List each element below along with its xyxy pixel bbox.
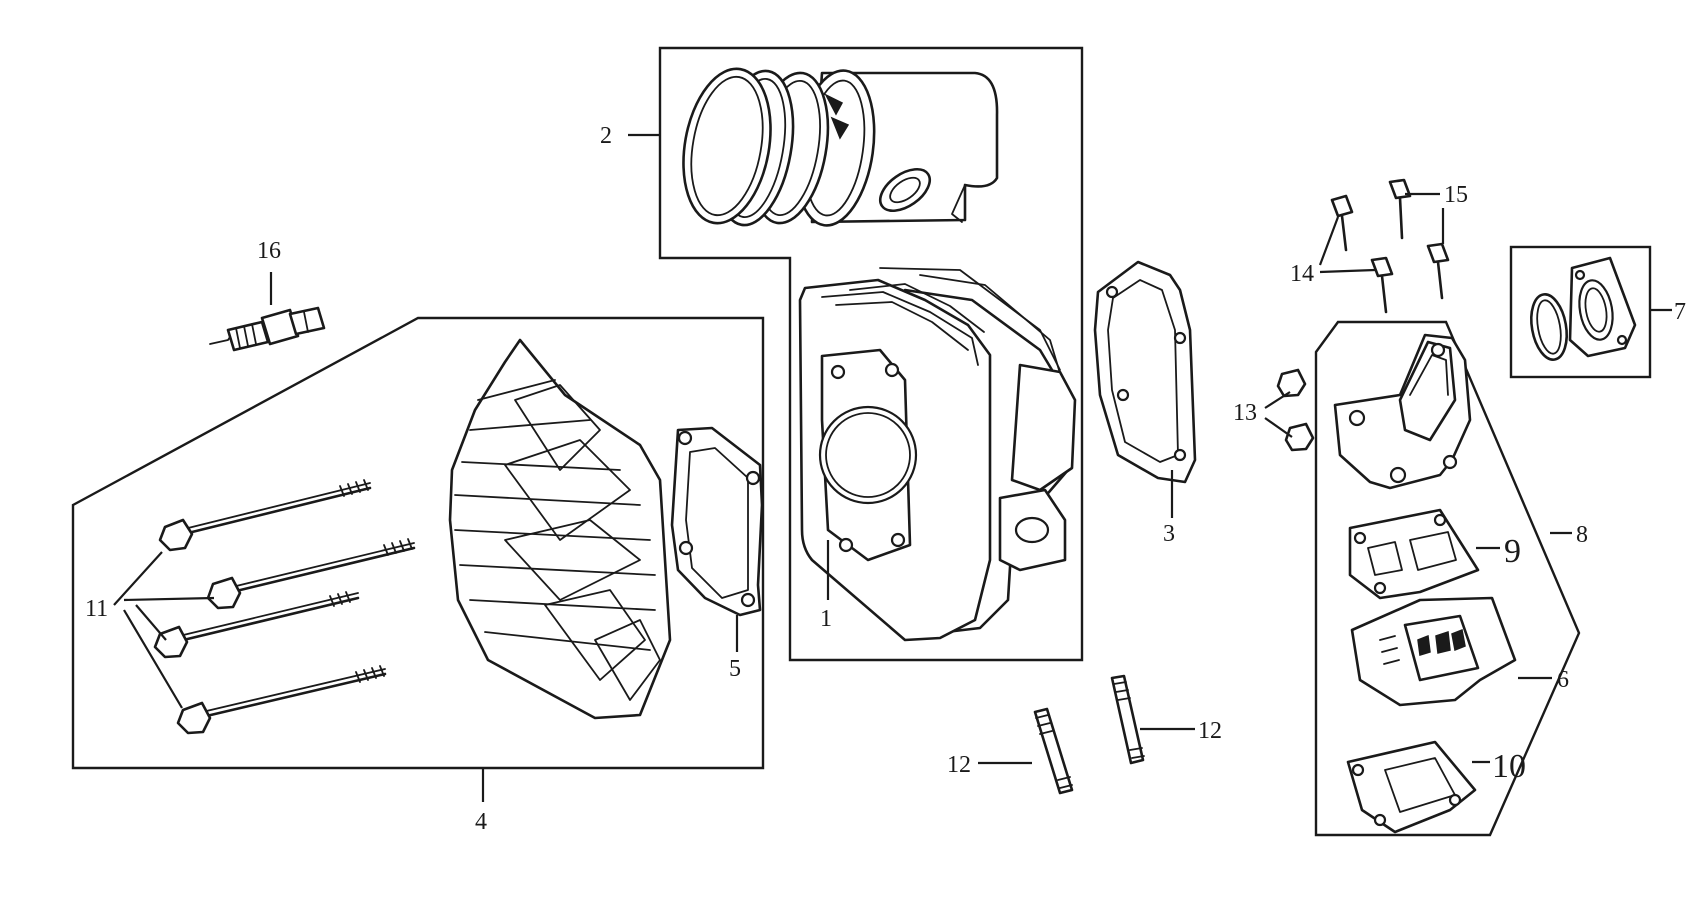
cylinder-base-gasket <box>1093 260 1197 484</box>
callout-12-left: 12 <box>947 752 971 778</box>
callout-9: 9 <box>1504 533 1521 570</box>
callout-16: 16 <box>257 238 281 264</box>
callout-8: 8 <box>1576 522 1588 548</box>
group-frame-reed-valve <box>1314 320 1581 837</box>
screws <box>1330 178 1450 314</box>
cylinder-head-gasket <box>670 426 764 617</box>
callout-7: 7 <box>1674 299 1686 325</box>
head-bolts <box>153 479 416 735</box>
intake-flange-with-o-ring <box>1530 256 1637 361</box>
callout-12-right: 12 <box>1198 718 1222 744</box>
callout-1: 1 <box>820 606 832 632</box>
group-frame-piston-cylinder <box>658 46 1084 662</box>
group-frame-intake-manifold <box>1509 245 1652 379</box>
leader-lines <box>113 133 1672 802</box>
piston-with-rings <box>682 67 999 227</box>
callout-4: 4 <box>475 809 487 835</box>
callout-3: 3 <box>1163 521 1175 547</box>
callout-6: 6 <box>1557 667 1569 693</box>
callout-5: 5 <box>729 656 741 682</box>
intake-manifold <box>1333 333 1472 490</box>
callout-11: 11 <box>85 596 108 622</box>
callout-13: 13 <box>1233 400 1257 426</box>
reed-gasket-lower <box>1346 740 1477 834</box>
cylinder-block <box>798 267 1077 642</box>
callout-14: 14 <box>1290 261 1314 287</box>
cylinder-head <box>448 338 672 720</box>
reed-valve <box>1350 596 1517 707</box>
studs <box>1033 674 1145 795</box>
callout-labels: 1 2 3 4 5 6 7 8 9 10 11 12 12 13 14 15 1… <box>85 123 1686 835</box>
reed-gasket-upper <box>1348 508 1480 600</box>
callout-2: 2 <box>600 123 612 149</box>
callout-10: 10 <box>1492 748 1526 785</box>
spark-plug <box>209 306 326 352</box>
callout-15: 15 <box>1444 182 1468 208</box>
group-frame-cylinder-head <box>71 316 765 770</box>
nuts <box>1276 368 1315 452</box>
